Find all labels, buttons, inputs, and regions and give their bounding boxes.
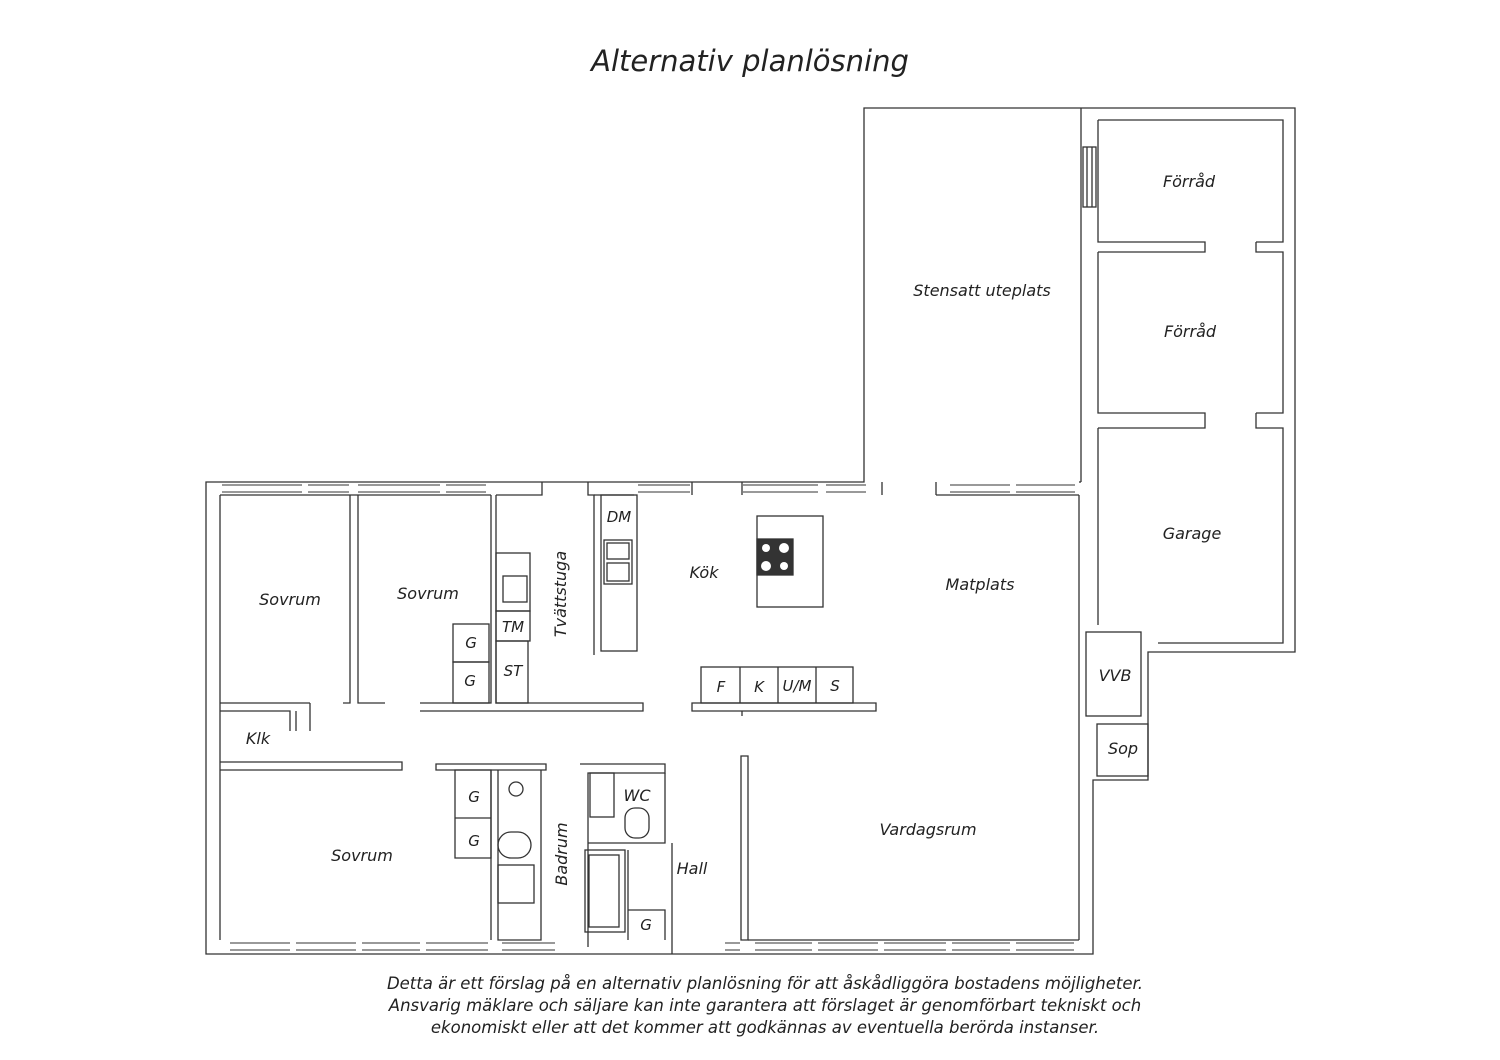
room-hall: Hall <box>677 859 708 878</box>
fixture-g-4: G <box>468 832 480 850</box>
room-stensatt-uteplats: Stensatt uteplats <box>913 281 1050 300</box>
disclaimer-line-2: Ansvarig mäklare och säljare kan inte ga… <box>388 996 1142 1015</box>
disclaimer-line-1: Detta är ett förslag på en alternativ pl… <box>386 974 1144 993</box>
fixture-k: K <box>754 678 765 696</box>
room-forrad-2: Förråd <box>1164 322 1217 341</box>
room-kok: Kök <box>690 563 720 582</box>
room-sovrum-2: Sovrum <box>397 584 459 603</box>
room-vvb: VVB <box>1099 666 1132 685</box>
walls <box>205 107 1296 955</box>
room-garage: Garage <box>1163 524 1222 543</box>
room-sop: Sop <box>1108 739 1138 758</box>
fixture-g-1: G <box>465 634 477 652</box>
fixture-g-5: G <box>640 916 652 934</box>
room-badrum: Badrum <box>552 822 571 885</box>
fixture-tm: TM <box>502 618 524 636</box>
room-sovrum-1: Sovrum <box>259 590 321 609</box>
disclaimer: Detta är ett förslag på en alternativ pl… <box>330 973 1200 1039</box>
room-klk: Klk <box>246 729 271 748</box>
fixture-st: ST <box>504 662 525 680</box>
room-forrad-1: Förråd <box>1163 172 1216 191</box>
room-wc: WC <box>624 786 652 805</box>
fixture-g-2: G <box>464 672 476 690</box>
fixture-g-3: G <box>468 788 480 806</box>
room-matplats: Matplats <box>946 575 1015 594</box>
room-tvattstuga: Tvättstuga <box>551 551 570 637</box>
fixture-dm: DM <box>607 508 632 526</box>
disclaimer-line-3: ekonomiskt eller att det kommer att godk… <box>430 1018 1100 1037</box>
fixture-um: U/M <box>783 677 812 695</box>
room-sovrum-3: Sovrum <box>331 846 393 865</box>
fixture-f: F <box>717 678 726 696</box>
room-vardagsrum: Vardagsrum <box>879 820 976 839</box>
plan-title: Alternativ planlösning <box>591 44 909 78</box>
fixture-s: S <box>830 677 840 695</box>
